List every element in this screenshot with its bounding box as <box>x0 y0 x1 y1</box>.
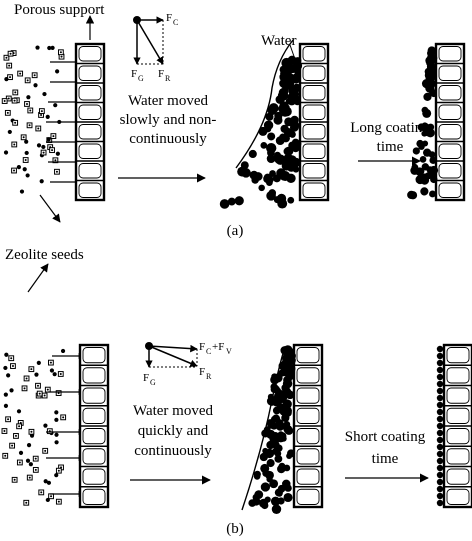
panel-a-label: (a) <box>226 223 244 239</box>
zeolite-seeds-scatter-a <box>1 45 65 194</box>
a-right-line-2: time <box>376 139 404 155</box>
force-fc-a: F <box>166 12 173 24</box>
water-pointer <box>289 44 297 63</box>
seed-accumulation-a3 <box>407 46 439 200</box>
porous-support-b2 <box>292 343 324 509</box>
force-fc-b-sub: C <box>206 347 212 356</box>
a-right-line-1: Long coating <box>350 120 430 136</box>
force-fv-b-sub: V <box>226 347 232 356</box>
force-fr-a-sub: R <box>165 74 171 83</box>
force-fr-a: F <box>158 68 165 80</box>
panel-b-label: (b) <box>226 521 244 537</box>
zeolite-seeds-scatter-b <box>1 348 67 506</box>
force-diagram-a <box>133 16 164 65</box>
a-mid-line-2: slowly and non- <box>119 112 217 128</box>
water-boundary-b <box>241 349 285 511</box>
water-boundary-a <box>235 39 294 169</box>
force-fg-a-sub: G <box>138 74 144 83</box>
b-mid-line-2: quickly and <box>137 423 209 439</box>
porous-support-b1 <box>78 343 110 509</box>
seed-accumulation-b2 <box>248 345 296 514</box>
porous-support-a3 <box>434 42 466 202</box>
force-fcv-b: F <box>199 341 206 353</box>
porous-support-a2 <box>298 42 330 202</box>
seed-pointer-up <box>27 263 49 293</box>
zeolite-seeds-label: Zeolite seeds <box>5 247 84 263</box>
force-fv-b: +F <box>212 341 225 353</box>
force-fr-b: F <box>199 366 206 378</box>
a-mid-line-1: Water moved <box>127 93 208 109</box>
force-fr-b-sub: R <box>206 372 212 381</box>
force-fg-a: F <box>131 68 138 80</box>
force-fg-b: F <box>143 372 150 384</box>
b-mid-line-3: continuously <box>134 443 212 459</box>
porous-support-b3 <box>442 343 472 509</box>
force-diagram-b <box>145 342 198 368</box>
force-fg-b-sub: G <box>150 378 156 387</box>
force-fc-a-sub: C <box>173 18 179 27</box>
porous-support-a1 <box>74 42 106 202</box>
a-mid-line-3: continuously <box>129 131 207 147</box>
seed-pointer-down <box>39 194 61 223</box>
porous-support-label: Porous support <box>14 2 105 18</box>
b-mid-line-1: Water moved <box>132 403 213 419</box>
flow-arrows-b <box>46 353 85 497</box>
water-label: Water <box>261 33 297 49</box>
b-right-line-2: time <box>371 451 399 467</box>
seed-accumulation-a2 <box>219 55 303 209</box>
b-right-line-1: Short coating <box>344 429 426 445</box>
seed-layer-b3 <box>436 345 444 507</box>
